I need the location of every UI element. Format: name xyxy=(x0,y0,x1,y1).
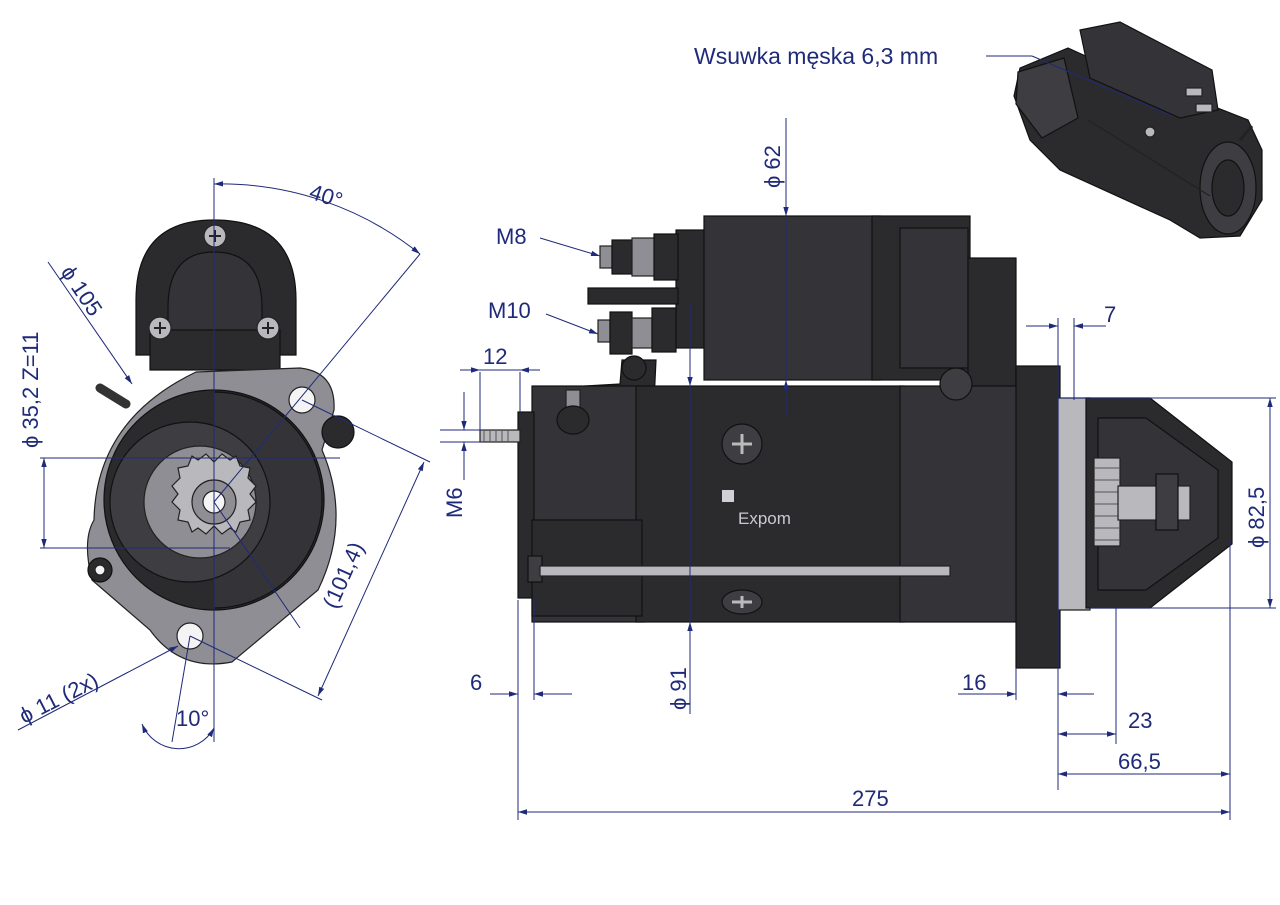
overall-length-label: 275 xyxy=(852,786,889,811)
mount-holes-label: ϕ 11 (2x) xyxy=(15,667,102,728)
body-diameter-label: ϕ 91 xyxy=(666,667,691,710)
angle-top-label: 40° xyxy=(306,179,345,213)
thread-mid-label: M10 xyxy=(488,298,531,323)
thread-top-label: M8 xyxy=(496,224,527,249)
angle-bottom-label: 10° xyxy=(176,706,209,731)
thread-top-leader xyxy=(539,237,601,257)
nose-length-label: 66,5 xyxy=(1118,749,1161,774)
flange-step-label: 16 xyxy=(962,670,986,695)
rear-offset-label: 6 xyxy=(470,670,482,695)
connector-note: Wsuwka męska 6,3 mm xyxy=(694,43,938,69)
offset-dimension xyxy=(317,461,425,697)
brand-logo-square xyxy=(722,490,734,502)
offset-top-extension xyxy=(301,399,431,463)
connector-note-leader-2 xyxy=(1031,55,1173,117)
stud-length-label: 12 xyxy=(483,344,507,369)
pitch-diameter-label: ϕ 105 xyxy=(56,261,108,321)
angle-top-ray xyxy=(213,253,421,503)
pitch-diameter-leader xyxy=(47,261,133,385)
thread-mid-leader xyxy=(545,313,599,335)
radius-ray xyxy=(213,501,301,629)
front-view xyxy=(86,219,355,665)
flange-diameter-label: ϕ 82,5 xyxy=(1244,487,1269,548)
nose-step-label: 23 xyxy=(1128,708,1152,733)
stud-thread-label: M6 xyxy=(442,487,467,518)
brand-mark: Expom xyxy=(738,509,791,528)
mount-holes-leader xyxy=(17,645,179,731)
isometric-view xyxy=(1013,21,1263,239)
offset-bottom-extension xyxy=(189,635,323,701)
pinion-label: ϕ 35,2 Z=11 xyxy=(18,332,43,449)
angle-bottom-arc xyxy=(141,723,215,750)
side-view xyxy=(479,215,1233,669)
angle-top-arc xyxy=(213,181,421,255)
flange-thickness-label: 7 xyxy=(1104,302,1116,327)
solenoid-diameter-label: ϕ 62 xyxy=(760,145,785,188)
